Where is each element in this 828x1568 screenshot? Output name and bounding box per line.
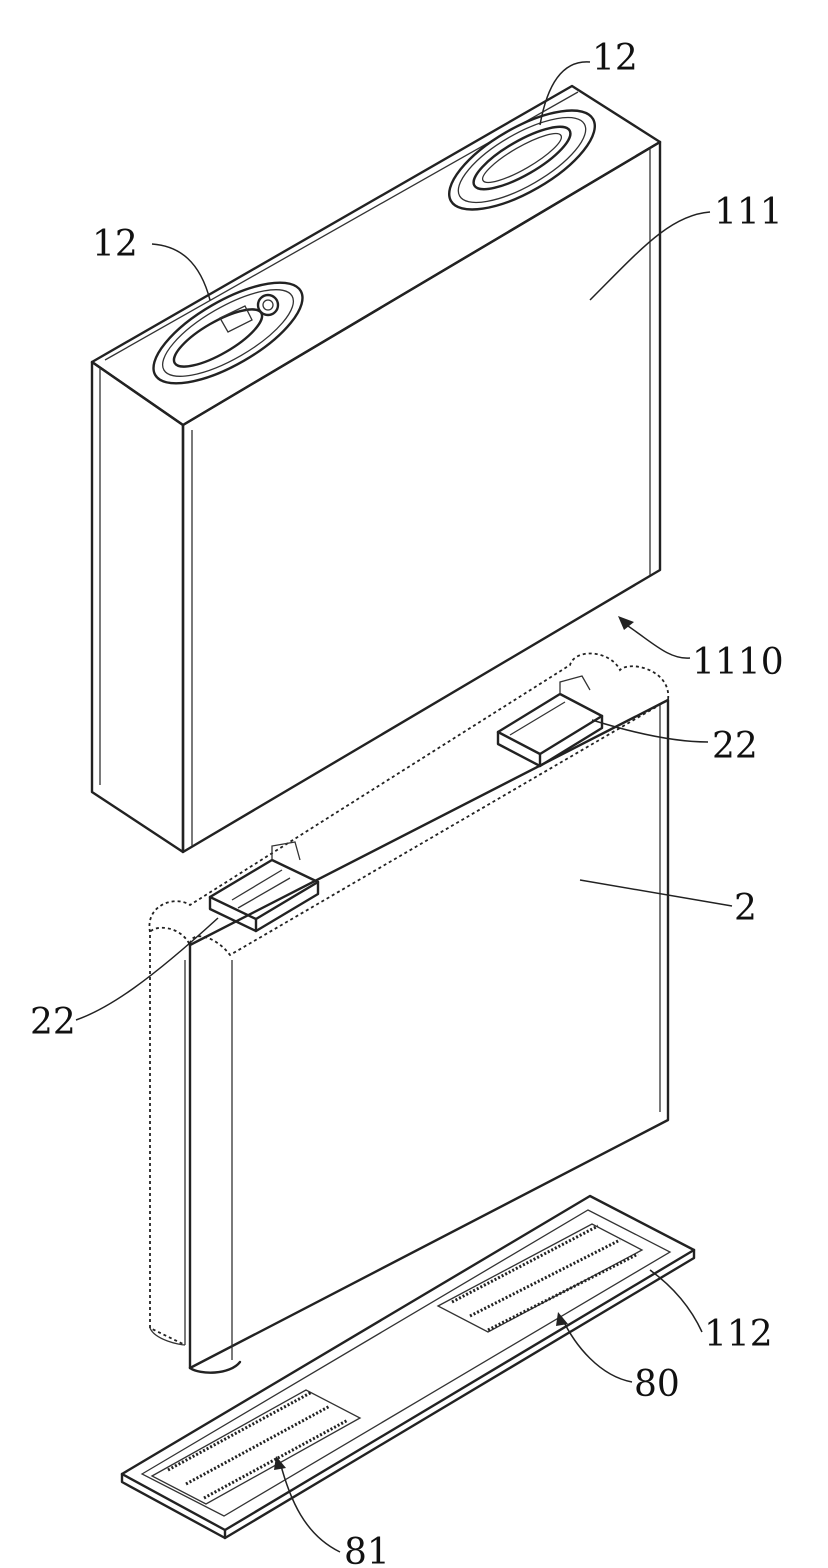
- terminal-right: [435, 91, 609, 228]
- reference-numerals: 12 12 111 1110 22 2 22 112 80 81: [30, 38, 784, 1568]
- label-22-left: 22: [30, 1002, 76, 1043]
- housing-shell: [92, 86, 660, 852]
- label-12-left: 12: [92, 224, 138, 265]
- bottom-plate: [122, 1196, 694, 1538]
- label-111: 111: [714, 192, 783, 233]
- electrode-assembly: [149, 654, 668, 1373]
- label-12-top: 12: [592, 38, 638, 79]
- tab-right: [498, 676, 602, 766]
- label-80: 80: [634, 1364, 680, 1405]
- label-22-right: 22: [712, 726, 758, 767]
- label-2: 2: [734, 888, 757, 929]
- leader-lines: [76, 62, 732, 1552]
- label-81: 81: [344, 1532, 390, 1568]
- label-112: 112: [704, 1314, 773, 1355]
- label-1110: 1110: [692, 642, 784, 683]
